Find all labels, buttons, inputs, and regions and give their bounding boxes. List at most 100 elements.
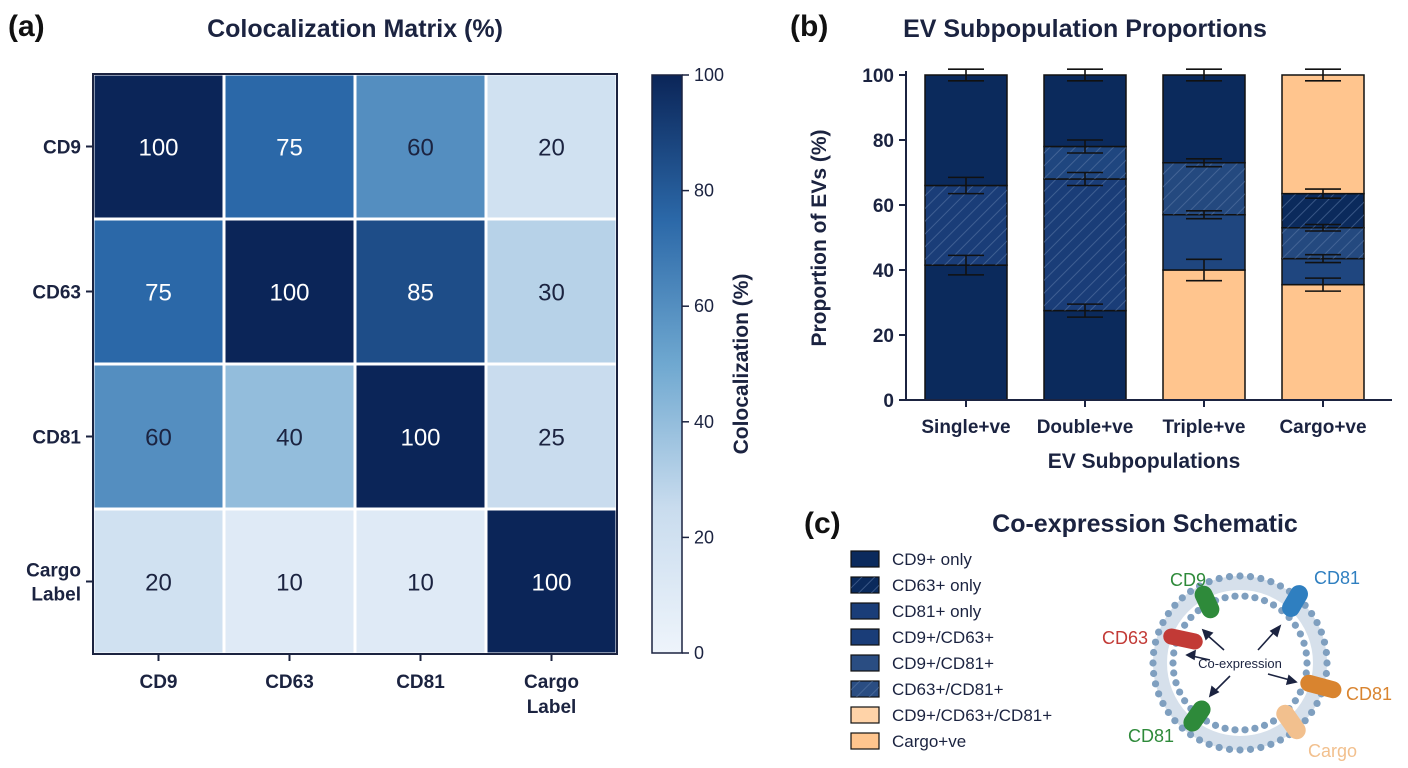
colorbar-tick-label: 100 [694,65,724,85]
bar-segment [1162,269,1246,401]
error-bar [1186,258,1222,282]
lipid-head [1170,669,1178,677]
panel-letter-b: (b) [790,10,828,43]
lipid-head [1149,659,1157,667]
colorbar-tick-label: 0 [694,643,704,663]
lipid-head [1231,726,1239,734]
lipid-head [1246,573,1255,581]
legend-label: CD9+/CD63+ [892,628,994,647]
legend-item: CD63+ only [850,576,982,595]
lipid-head [1260,721,1269,729]
panel-b: (b) EV Subpopulation Proportions 0204060… [790,10,1392,473]
lipid-head [1296,630,1304,638]
legend-item: CD63+/CD81+ [850,680,1004,699]
heatmap-cell-value: 100 [269,280,309,307]
colorbar-tick-label: 60 [694,296,714,316]
bar-x-tick-label: Double+ve [1037,417,1134,438]
bar-stack [1281,68,1365,401]
legend-item: CD81+ only [850,602,982,621]
lipid-head [1186,587,1195,596]
lipid-head [1171,717,1179,725]
lipid-head [1269,601,1278,609]
bar-segment [1281,283,1365,401]
co-expression-label: Co-expression [1198,656,1282,671]
heatmap-title: Colocalization Matrix (%) [207,15,503,43]
panel-letter-c: (c) [804,507,841,540]
heatmap-cell-value: 25 [538,425,565,452]
legend-swatch [850,628,880,646]
lipid-head [1276,582,1285,590]
lipid-head [1221,594,1229,602]
lipid-head [1181,697,1189,705]
heatmap-cell-value: 60 [145,425,172,452]
lipid-head [1307,708,1316,717]
bar-y-axis-label: Proportion of EVs (%) [808,130,831,347]
heatmap-cell-value: 10 [276,570,303,597]
legend-swatch [850,706,880,724]
lipid-head [1225,573,1234,581]
heatmap-row-label: CD81 [32,428,81,449]
legend-label: Cargo+ve [892,732,966,751]
bar-y-tick-label: 100 [862,66,894,87]
bar-stack [1162,68,1246,401]
svg-text:Cargo: Cargo [1308,741,1357,761]
lipid-head [1276,736,1285,744]
svg-text:CD63: CD63 [1102,628,1148,648]
bar-segment-hatch [1282,227,1364,259]
bar-y-tick-label: 20 [873,326,894,347]
lipid-head [1155,690,1163,698]
error-bar [1305,277,1341,292]
heatmap-cell [222,507,357,656]
bar-segment-hatch [925,185,1007,266]
lipid-head [1172,679,1180,687]
lipid-head [1307,609,1316,618]
lipid-head [1236,572,1244,580]
heatmap-cell-value: 100 [138,135,178,162]
legend-label: CD9+/CD63+/CD81+ [892,706,1052,725]
marker-cd81-bottom: CD81 [1128,700,1211,746]
marker-cd63-left: CD63 [1102,628,1203,650]
lipid-head [1159,699,1167,708]
legend-item: Cargo+ve [850,732,966,751]
lipid-head [1176,688,1184,696]
bar-segment-hatch [1163,162,1245,215]
lipid-head [1178,594,1186,602]
bar-stack [924,68,1008,401]
legend-item: CD9+/CD63+/CD81+ [850,706,1052,725]
bar-x-tick-label: Triple+ve [1163,417,1246,438]
bar-segment [1162,74,1246,164]
lipid-head [1260,597,1269,605]
svg-text:CD9: CD9 [1170,570,1206,590]
legend-item: CD9+ only [850,550,972,569]
bar-x-tick-label: Single+ve [921,417,1010,438]
error-bar [1186,210,1222,220]
legend-label: CD63+/CD81+ [892,680,1004,699]
legend-swatch [850,550,880,568]
marker-cd81-top: CD81 [1282,568,1360,617]
lipid-head [1195,736,1204,744]
heatmap-row-label: CD63 [32,283,81,304]
heatmap-cell [222,362,357,511]
bar-x-tick-label: Cargo+ve [1279,417,1366,438]
legend-swatch [850,602,880,620]
colorbar [651,74,683,654]
panel-c: (c) Co-expression Schematic CD9+ onlyCD6… [804,507,1392,761]
lipid-head [1194,607,1202,615]
lipid-head [1205,740,1213,748]
error-bar [1186,68,1222,82]
svg-text:CD81: CD81 [1128,726,1174,746]
bar-segment [1281,74,1365,195]
legend-label: CD63+ only [892,576,982,595]
lipid-head [1246,745,1255,753]
lipid-head [1313,699,1321,708]
bar-y-tick-label: 80 [873,131,894,152]
lipid-head [1231,592,1239,600]
lipid-head [1151,680,1160,688]
lipid-head [1155,628,1163,636]
